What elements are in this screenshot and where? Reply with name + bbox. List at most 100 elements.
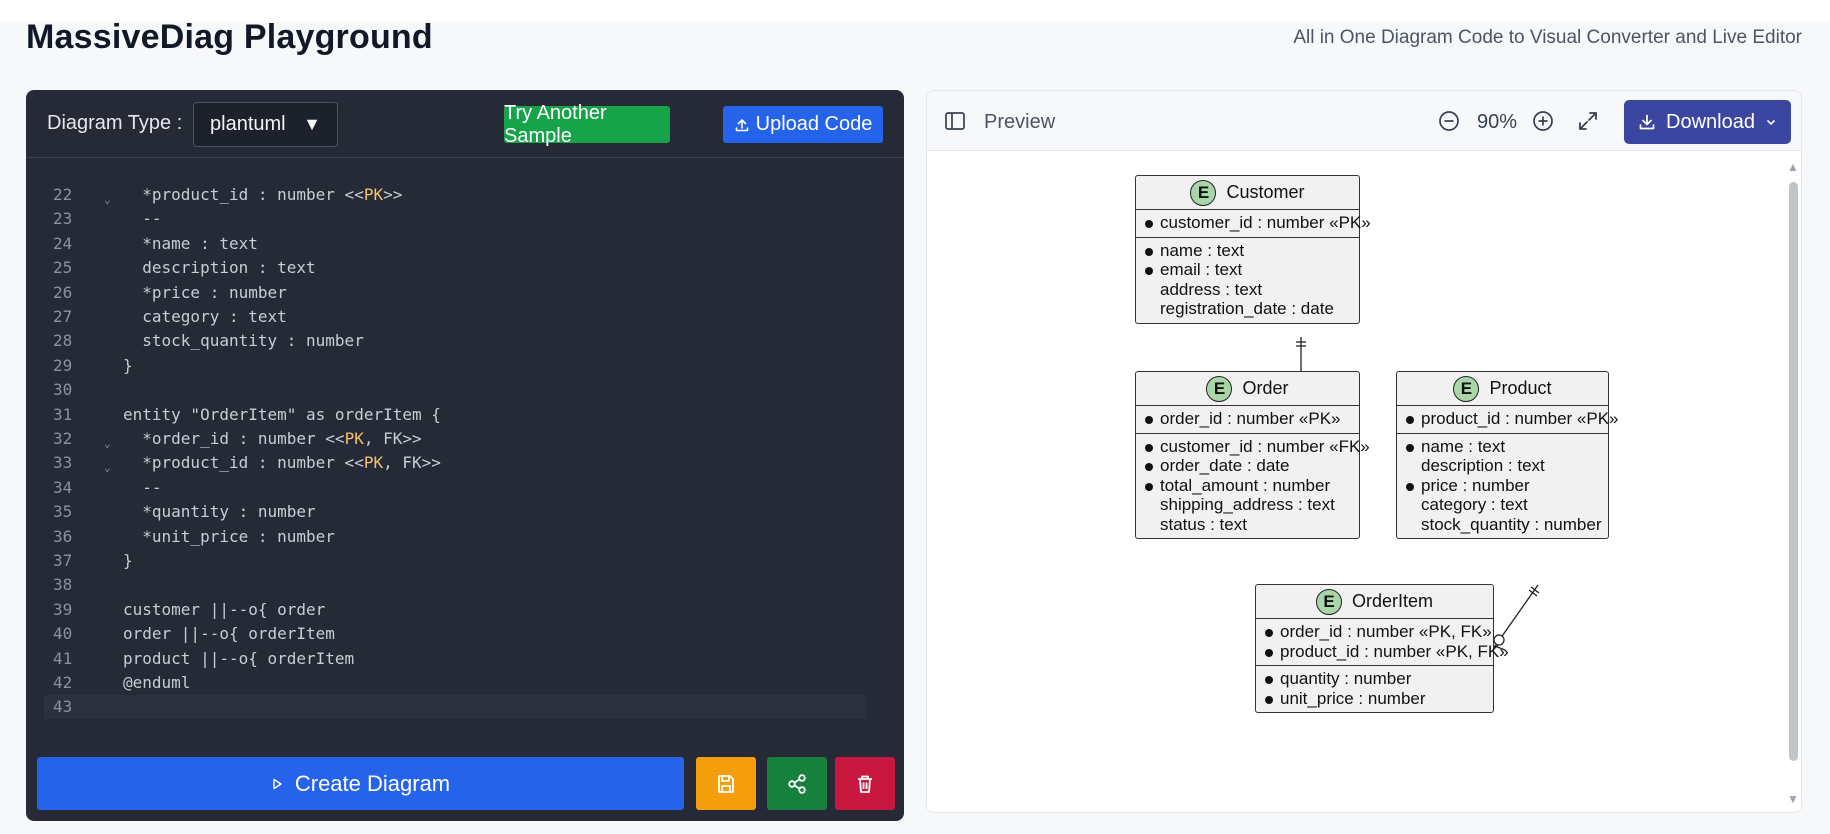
code-editor[interactable]: ▲ ▼ 22⌄ *product_id : number <<PK>>23 --… (44, 173, 887, 726)
line-number: 22 (53, 185, 73, 204)
line-number: 25 (53, 258, 73, 278)
code-line[interactable]: 42@enduml (44, 671, 866, 695)
entity-attribute: product_id : number «PK, FK» (1256, 642, 1509, 662)
required-dot-icon (1265, 676, 1273, 684)
required-dot-icon (1406, 443, 1414, 452)
entity-attribute: description : text (1421, 456, 1545, 475)
code-line[interactable]: 32⌄ *order_id : number <<PK, FK>> (44, 427, 866, 451)
download-button[interactable]: Download (1624, 100, 1791, 144)
code-text: *product_id : number <<PK>> (123, 185, 403, 204)
code-text: description : text (123, 258, 316, 278)
entity-attribute: order_id : number «PK, FK» (1256, 622, 1493, 642)
code-line[interactable]: 35 *quantity : number (44, 500, 866, 524)
preview-scroll-up-icon[interactable]: ▲ (1787, 160, 1799, 174)
entity-attribute: email : text (1136, 260, 1359, 280)
entity-attribute: category : text (1421, 495, 1528, 514)
fold-chevron-icon[interactable]: ⌄ (104, 461, 111, 475)
preview-toolbar: Preview 90% Download (927, 91, 1801, 151)
try-another-sample-button[interactable]: Try Another Sample (504, 102, 670, 147)
line-number: 27 (53, 307, 73, 326)
download-icon (1639, 114, 1655, 130)
entity-name: Customer (1226, 182, 1305, 202)
code-line[interactable]: 43 (44, 695, 866, 720)
fold-chevron-icon[interactable]: ⌄ (104, 193, 111, 206)
code-line[interactable]: 40 order ||--o{ orderItem (44, 622, 866, 646)
sidebar-toggle-icon[interactable] (944, 110, 966, 132)
save-button[interactable] (696, 757, 756, 810)
entity-key-section: order_id : number «PK, FK»product_id : n… (1256, 619, 1509, 666)
trash-icon (858, 775, 872, 793)
fold-chevron-icon[interactable]: ⌄ (104, 437, 111, 450)
entity-attribute: quantity : number (1256, 669, 1493, 689)
zoom-level: 90% (1477, 111, 1518, 133)
code-text: customer ||--o{ order (123, 599, 326, 619)
preview-scroll-down-icon[interactable]: ▼ (1787, 792, 1799, 806)
line-number: 37 (53, 551, 73, 570)
code-line[interactable]: 22 ⌄ *product_id : number <<PK>> (44, 183, 866, 207)
code-text: *price : number (123, 282, 287, 302)
preview-scrollbar[interactable] (1789, 182, 1798, 761)
code-line[interactable]: 37} (44, 549, 866, 573)
entity-attribute: customer_id : number «FK» (1136, 437, 1370, 457)
code-line[interactable]: 30 (44, 378, 866, 402)
required-dot-icon (1145, 267, 1153, 275)
diagram-type-select[interactable]: plantuml ▼ (193, 102, 338, 147)
zoom-out-icon[interactable] (1438, 110, 1460, 132)
code-line[interactable]: 38 (44, 573, 866, 597)
upload-code-button[interactable]: Upload Code (723, 106, 883, 143)
code-line[interactable]: 31 entity "OrderItem" as orderItem { (44, 403, 866, 427)
line-number: 38 (53, 575, 73, 595)
entity-icon: E (1190, 179, 1217, 206)
upload-code-label: Upload Code (755, 113, 873, 135)
line-number: 33 (53, 453, 73, 473)
code-text: -- (123, 477, 162, 497)
line-number: 29 (53, 355, 73, 375)
code-line[interactable]: 25 description : text (44, 256, 866, 280)
required-dot-icon (1406, 416, 1414, 424)
line-number: 41 (53, 648, 73, 668)
code-line[interactable]: 29} (44, 354, 866, 378)
scroll-up-arrow-icon[interactable]: ▲ (886, 270, 887, 284)
code-line[interactable]: 23 -- (44, 207, 866, 231)
code-text: order ||--o{ orderItem (123, 624, 335, 644)
line-number: 26 (53, 282, 73, 302)
entity-attribute: unit_price : number (1256, 689, 1493, 709)
entity-attribute: total_amount : number (1136, 476, 1359, 496)
code-line[interactable]: 26 *price : number (44, 281, 866, 305)
entity-header: E Customer (1136, 176, 1359, 210)
save-icon (718, 774, 734, 793)
fullscreen-icon[interactable] (1577, 110, 1599, 132)
required-dot-icon (1145, 482, 1153, 491)
create-diagram-button[interactable]: Create Diagram (37, 757, 684, 810)
required-dot-icon (1145, 220, 1153, 228)
code-line[interactable]: 34 -- (44, 476, 866, 500)
delete-button[interactable] (835, 757, 895, 810)
relationship-lines (1292, 337, 1540, 651)
code-line[interactable]: 28 stock_quantity : number (44, 329, 866, 353)
required-dot-icon (1265, 648, 1273, 657)
entity-attribute: customer_id : number «PK» (1136, 213, 1371, 233)
code-text: entity "OrderItem" as orderItem { (123, 404, 441, 424)
caret-down-icon: ▼ (303, 114, 321, 134)
code-text: *name : text (123, 233, 258, 253)
share-button[interactable] (767, 757, 827, 810)
zoom-in-icon[interactable] (1532, 110, 1554, 132)
code-line[interactable]: 27 category : text (44, 305, 866, 329)
code-line[interactable]: 36 *unit_price : number (44, 525, 866, 549)
diagram-type-value: plantuml (210, 113, 286, 135)
line-number: 40 (53, 624, 73, 644)
code-line[interactable]: 33⌄ *product_id : number <<PK, FK>> (44, 451, 866, 475)
share-icon (788, 773, 806, 794)
code-line[interactable]: 24 *name : text (44, 232, 866, 256)
entity-icon: E (1453, 375, 1480, 402)
line-number: 31 (53, 404, 73, 424)
code-text: @enduml (123, 673, 191, 692)
